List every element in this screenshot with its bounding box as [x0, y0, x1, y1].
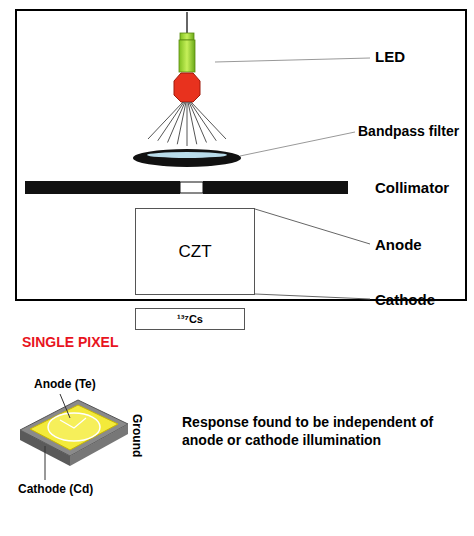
led-wire	[186, 12, 188, 34]
leader-line	[60, 394, 70, 418]
part-label: Ground	[130, 414, 144, 457]
cathode-pad	[30, 405, 118, 450]
led-lens	[174, 73, 200, 102]
led-cap	[180, 33, 194, 40]
light-ray	[168, 102, 186, 143]
light-ray	[188, 102, 197, 144]
detector-crystal: CZT	[135, 208, 255, 295]
housing-outline	[16, 10, 466, 300]
collimator-bar	[203, 181, 348, 194]
leader-line	[255, 294, 370, 299]
light-rays	[148, 102, 226, 146]
collimator-aperture	[180, 182, 203, 193]
leader-line	[45, 446, 46, 480]
leader-line	[240, 132, 355, 156]
light-ray	[191, 102, 226, 139]
note-text: Response found to be independent of anod…	[182, 414, 460, 449]
part-label: Collimator	[375, 179, 449, 196]
part-label: Anode (Te)	[34, 377, 96, 391]
source-box: ¹³⁷Cs	[135, 308, 245, 330]
box-label: CZT	[178, 242, 211, 262]
light-ray	[190, 102, 216, 141]
box-label: ¹³⁷Cs	[177, 313, 203, 325]
light-ray	[187, 102, 188, 146]
leader-line	[215, 58, 370, 62]
anode-pad	[48, 413, 100, 441]
light-ray	[148, 102, 183, 139]
led-body	[179, 40, 195, 72]
filter-glass	[147, 152, 227, 158]
part-label: Cathode	[375, 291, 435, 308]
collimator-bar	[25, 181, 180, 194]
anode-trace	[60, 418, 86, 428]
light-ray	[177, 102, 186, 144]
bandpass-filter	[133, 149, 241, 167]
part-label: LED	[375, 48, 405, 65]
section-heading: SINGLE PIXEL	[22, 334, 118, 350]
part-label: Bandpass filter	[358, 123, 459, 139]
leader-line	[255, 209, 370, 244]
part-label: Anode	[375, 236, 422, 253]
part-label: Cathode (Cd)	[18, 482, 93, 496]
